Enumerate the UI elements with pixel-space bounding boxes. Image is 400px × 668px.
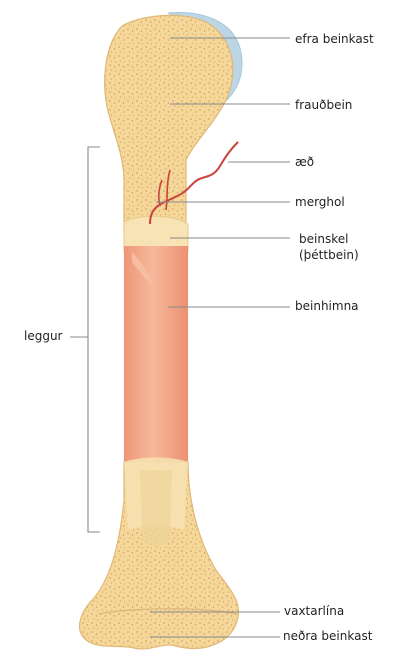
label-beinhimna: beinhimna (295, 299, 359, 314)
label-beinskel-line1: beinskel (299, 231, 359, 247)
label-vaxtarlina: vaxtarlína (284, 604, 344, 619)
label-nedra-beinkast: neðra beinkast (283, 629, 372, 644)
label-leggur: leggur (24, 329, 63, 344)
label-merghol: merghol (295, 195, 345, 210)
label-beinskel: beinskel (þéttbein) (299, 231, 359, 263)
label-beinskel-line2: (þéttbein) (299, 247, 359, 263)
label-fraudbein: frauðbein (295, 98, 352, 113)
medullary-inner-lower (140, 470, 172, 546)
label-aed: æð (295, 155, 314, 170)
label-efra-beinkast: efra beinkast (295, 32, 374, 47)
bone-shaft (124, 246, 188, 468)
